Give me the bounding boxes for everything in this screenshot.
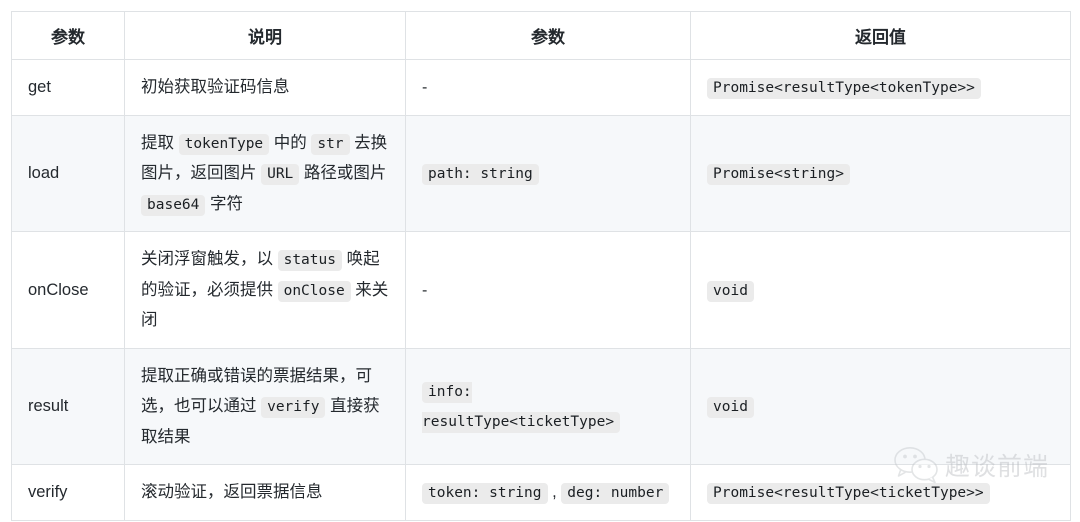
- cell-parameters: token: string , deg: number: [405, 464, 691, 521]
- cell-param-name: get: [11, 59, 125, 116]
- cell-description: 提取正确或错误的票据结果，可选，也可以通过 verify 直接获取结果: [124, 347, 406, 466]
- table-header: 参数 说明 参数 返回值: [11, 11, 1071, 60]
- column-header-param-name: 参数: [11, 11, 125, 60]
- cell-return-value: void: [690, 231, 1071, 349]
- text-run: 初始获取验证码信息: [141, 78, 290, 97]
- code-token: info: resultType<ticketType>: [422, 381, 621, 434]
- code-token: verify: [261, 397, 326, 419]
- cell-description: 初始获取验证码信息: [124, 59, 406, 116]
- cell-parameters: -: [405, 231, 691, 349]
- table-body: get 初始获取验证码信息 - Promise<resultType<tokenTyp…: [11, 59, 1071, 521]
- api-reference-table: 参数 说明 参数 返回值 get 初始获取验证码信息 - Promise<result…: [11, 11, 1071, 521]
- text-run: 去换图片，返回图片: [141, 133, 388, 183]
- code-token: void: [707, 280, 754, 302]
- code-token: URL: [261, 164, 300, 186]
- text-run: 路径或图片: [299, 164, 387, 183]
- code-token: path: string: [422, 164, 539, 186]
- text-run: 字符: [205, 194, 243, 213]
- header-row: 参数 说明 参数 返回值: [11, 11, 1071, 60]
- code-token: Promise<string>: [707, 164, 850, 186]
- text-run: 提取正确或错误的票据结果，可选，也可以通过: [141, 366, 372, 416]
- code-token: Promise<resultType<ticketType>>: [707, 483, 990, 505]
- code-token: tokenType: [178, 133, 270, 155]
- text-run: 唤起的验证，必须提供: [141, 250, 380, 299]
- text-run: 关闭浮窗触发，以: [141, 250, 278, 269]
- text-run: 直接获取结果: [141, 397, 380, 446]
- code-token: token: string: [422, 483, 548, 505]
- code-token: Promise<resultType<tokenType>>: [707, 78, 981, 100]
- text-run: -: [422, 281, 428, 299]
- cell-parameters: path: string: [405, 114, 691, 233]
- cell-param-name: load: [11, 114, 125, 233]
- code-token: onClose: [277, 280, 351, 302]
- cell-return-value: Promise<resultType<ticketType>>: [690, 464, 1071, 521]
- text-run: 提取: [141, 133, 179, 152]
- text-run: ,: [547, 483, 562, 502]
- code-token: str: [311, 133, 350, 155]
- cell-description: 滚动验证，返回票据信息: [124, 464, 406, 521]
- cell-return-value: void: [690, 347, 1071, 466]
- column-header-description: 说明: [124, 11, 406, 60]
- cell-description: 提取 tokenType 中的 str 去换图片，返回图片 URL 路径或图片 …: [124, 114, 406, 233]
- text-run: -: [422, 79, 428, 96]
- column-header-parameters: 参数: [405, 11, 691, 60]
- cell-description: 关闭浮窗触发，以 status 唤起的验证，必须提供 onClose 来关闭: [124, 231, 406, 349]
- text-run: 中的: [269, 133, 312, 152]
- cell-param-name: onClose: [11, 231, 125, 349]
- text-run: 滚动验证，返回票据信息: [141, 483, 323, 502]
- cell-param-name: result: [11, 347, 125, 466]
- code-token: base64: [141, 194, 206, 216]
- cell-param-name: verify: [11, 464, 125, 521]
- code-token: deg: number: [561, 483, 670, 505]
- column-header-return-value: 返回值: [690, 11, 1071, 60]
- table-row: verify 滚动验证，返回票据信息 token: string , deg: nu…: [11, 464, 1071, 521]
- cell-parameters: -: [405, 59, 691, 116]
- cell-return-value: Promise<resultType<tokenType>>: [690, 59, 1071, 116]
- cell-parameters: info: resultType<ticketType>: [405, 347, 691, 466]
- code-token: void: [707, 397, 754, 419]
- text-run: 来关闭: [141, 280, 389, 330]
- code-token: status: [277, 250, 342, 272]
- cell-return-value: Promise<string>: [690, 114, 1071, 233]
- table-row: get 初始获取验证码信息 - Promise<resultType<tokenTyp…: [11, 59, 1071, 116]
